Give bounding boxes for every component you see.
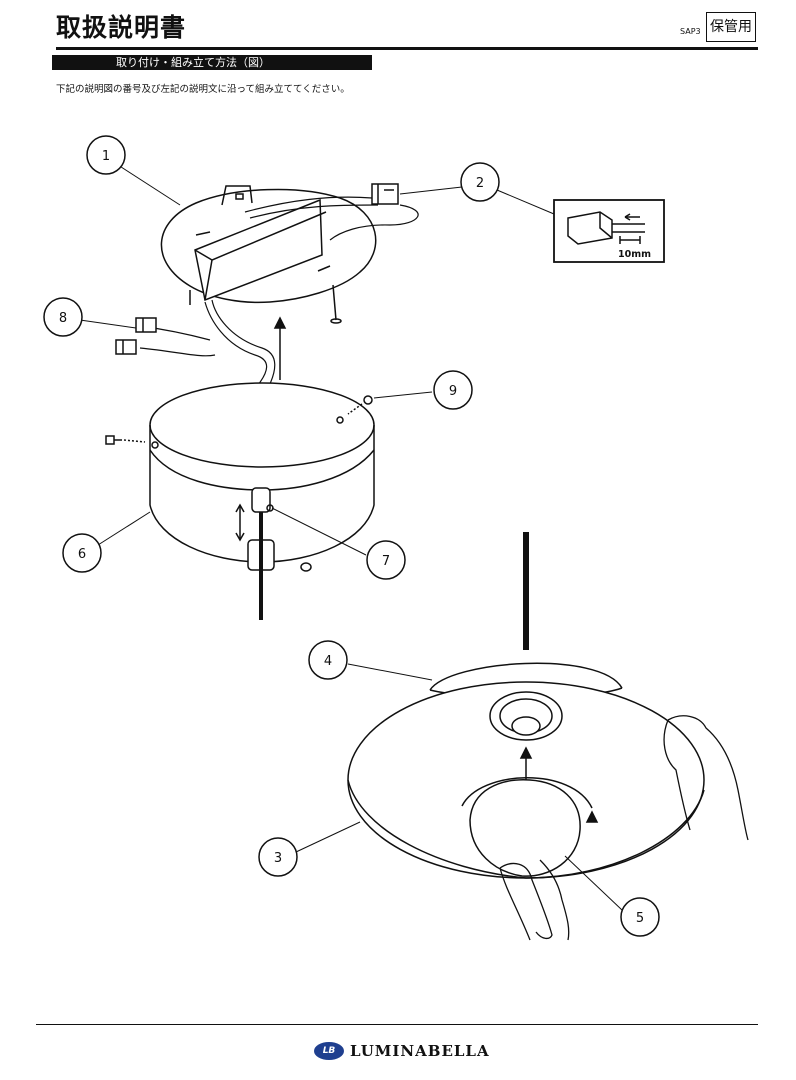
connector-inset	[553, 199, 665, 263]
callout-9: 9	[433, 370, 473, 410]
inset-dimension: 10mm	[618, 249, 651, 260]
brand-logo: LB LUMINABELLA	[314, 1041, 490, 1061]
mounting-plate	[160, 185, 377, 324]
hands-illustration	[499, 715, 749, 941]
globe-cover	[461, 777, 599, 877]
svg-text:4: 4	[324, 654, 332, 669]
keep-label-box: 保管用	[706, 12, 756, 42]
svg-text:5: 5	[636, 911, 644, 926]
svg-text:7: 7	[382, 554, 390, 569]
svg-text:6: 6	[78, 547, 86, 562]
model-code: SAP3	[680, 27, 701, 36]
callout-8: 8	[43, 297, 83, 337]
header-rule	[56, 47, 758, 50]
cord-grip	[235, 487, 312, 620]
callout-2: 2	[460, 162, 500, 202]
callout-4: 4	[308, 640, 348, 680]
svg-text:9: 9	[449, 384, 457, 399]
callout-3: 3	[258, 837, 298, 877]
instruction-text: 下記の説明図の番号及び左記の説明文に沿って組み立ててください。	[56, 84, 350, 95]
svg-text:1: 1	[102, 149, 110, 164]
svg-text:2: 2	[476, 176, 484, 191]
callout-7: 7	[366, 540, 406, 580]
assembly-arrow-up	[273, 316, 287, 380]
brand-name: LUMINABELLA	[350, 1042, 490, 1060]
footer-rule	[36, 1024, 758, 1025]
wire-connectors	[115, 317, 157, 355]
quick-connector	[371, 183, 399, 205]
callout-1: 1	[86, 135, 126, 175]
canopy-screws	[105, 395, 373, 445]
leader-lines	[79, 164, 623, 911]
section-title-bar: 取り付け・組み立て方法（図）	[52, 55, 372, 70]
svg-text:3: 3	[274, 851, 282, 866]
callout-5: 5	[620, 897, 660, 937]
callout-6: 6	[62, 533, 102, 573]
supply-wires	[139, 196, 419, 389]
logo-mark-icon: LB	[314, 1042, 344, 1060]
svg-text:8: 8	[59, 311, 67, 326]
document-title: 取扱説明書	[56, 13, 187, 42]
